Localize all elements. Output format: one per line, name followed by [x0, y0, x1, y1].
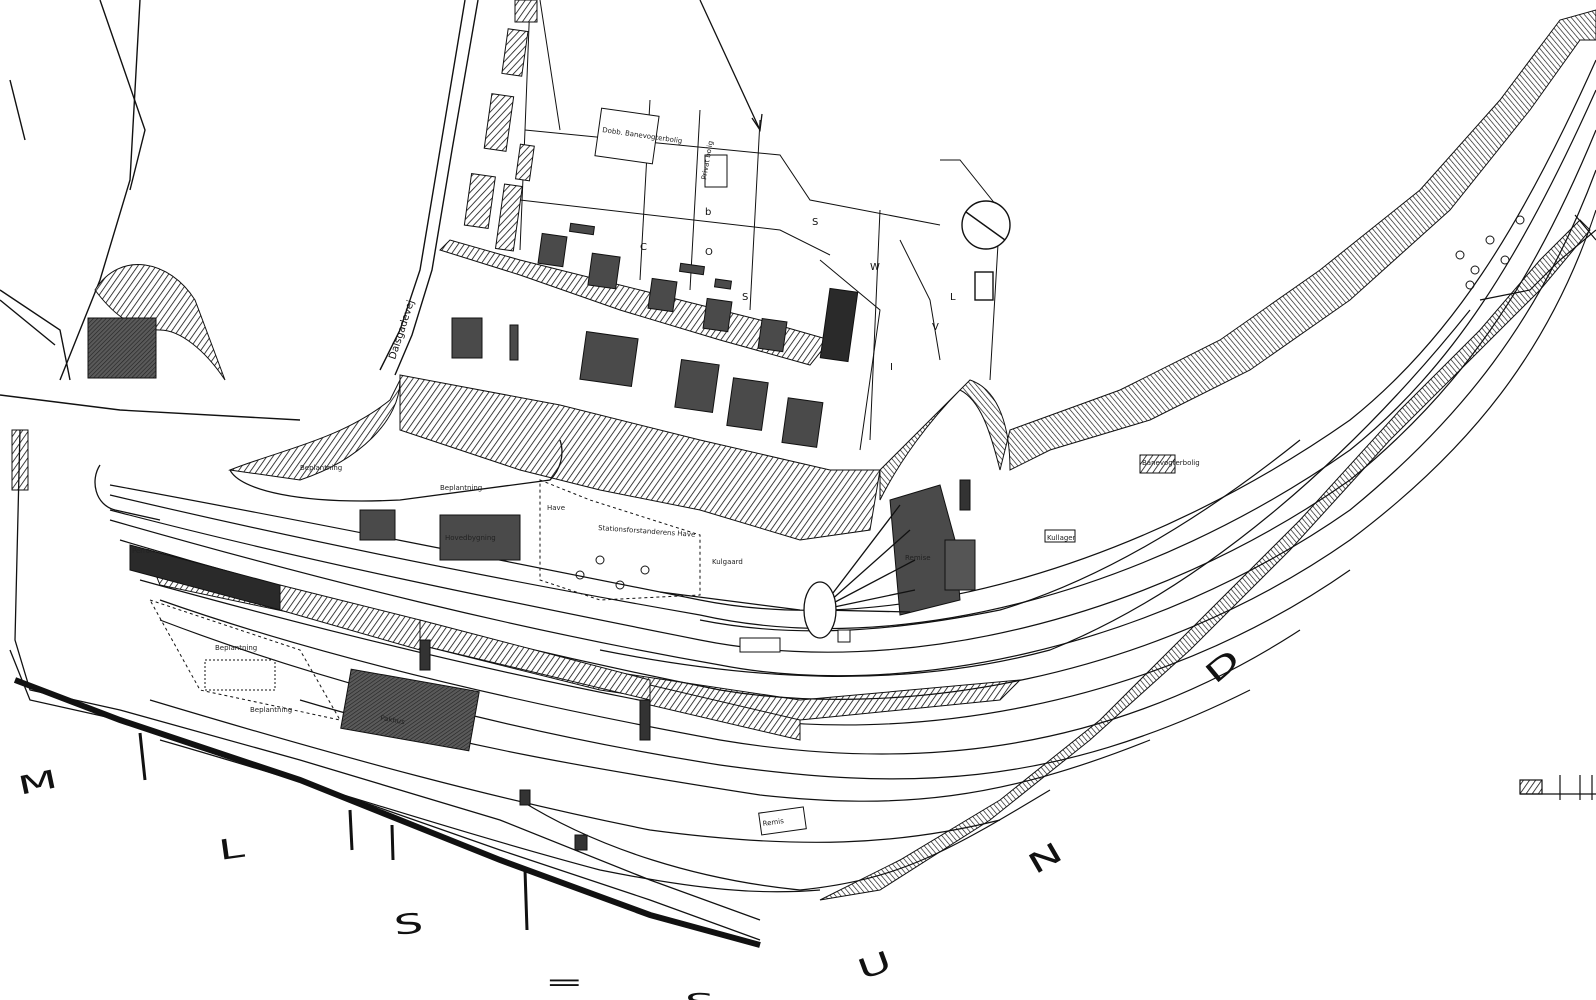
lot-letter: I: [890, 362, 893, 373]
lot-letter: b: [705, 207, 711, 218]
label-beplantning-3: Beplantning: [250, 706, 292, 714]
house-blocks: [11, 0, 538, 491]
boundary-marker-icon: [961, 200, 1011, 301]
label-hovedbygning: Hovedbygning: [445, 534, 496, 542]
sea-name: M L S = U N D S: [15, 643, 1246, 1000]
platforms: [129, 544, 801, 741]
sea-letter: M: [15, 764, 60, 801]
label-perron: Perron: [132, 547, 154, 555]
label-have: Have: [547, 504, 565, 512]
road-label: Dalsgadevej: [387, 299, 417, 361]
station-buildings: [340, 454, 1176, 851]
quay-edge: [13, 677, 761, 948]
sea-letter: =: [545, 968, 584, 995]
lot-letter: V: [932, 322, 939, 333]
lot-letter: O: [705, 247, 713, 258]
lot-letters: S O C b S I L V W: [640, 207, 956, 373]
turntable-icon: [659, 504, 916, 639]
shoreline: [1479, 214, 1596, 301]
label-kulgaard: Kulgaard: [712, 558, 743, 566]
sea-letter: L: [216, 831, 246, 866]
label-banevogterbolig: Banevogterbolig: [1142, 459, 1200, 467]
buildings: [451, 222, 859, 448]
lot-letter: C: [640, 242, 647, 253]
sea-letter: S: [392, 907, 424, 942]
label-beplantning-2: Beplantning: [215, 644, 257, 652]
label-beplantning-4: Beplantning: [300, 464, 342, 472]
scale-bar-icon: [1519, 775, 1596, 800]
piers: [138, 732, 529, 931]
label-remis-lower: Remis: [762, 817, 785, 828]
sea-letter: N: [1022, 836, 1068, 881]
sea-letter: S: [685, 988, 714, 1000]
small-label-boxes: [594, 107, 728, 188]
garden-plantings: [148, 215, 1525, 721]
street-lines: [0, 0, 479, 421]
lot-letter: W: [870, 262, 880, 273]
label-stationsforstanderens-have: Stationsforstanderens Have: [598, 524, 696, 539]
lot-letter: L: [950, 292, 956, 303]
label-kullager: Kullager: [1047, 534, 1076, 542]
lot-letter: S: [812, 217, 818, 228]
railway-tracks: [109, 59, 1596, 893]
lot-letter: S: [742, 292, 748, 303]
label-beplantning-1: Beplantning: [440, 484, 482, 492]
north-arrow-icon: [699, 0, 763, 132]
label-remise: Remise: [905, 554, 931, 562]
sea-letter: U: [853, 945, 896, 987]
